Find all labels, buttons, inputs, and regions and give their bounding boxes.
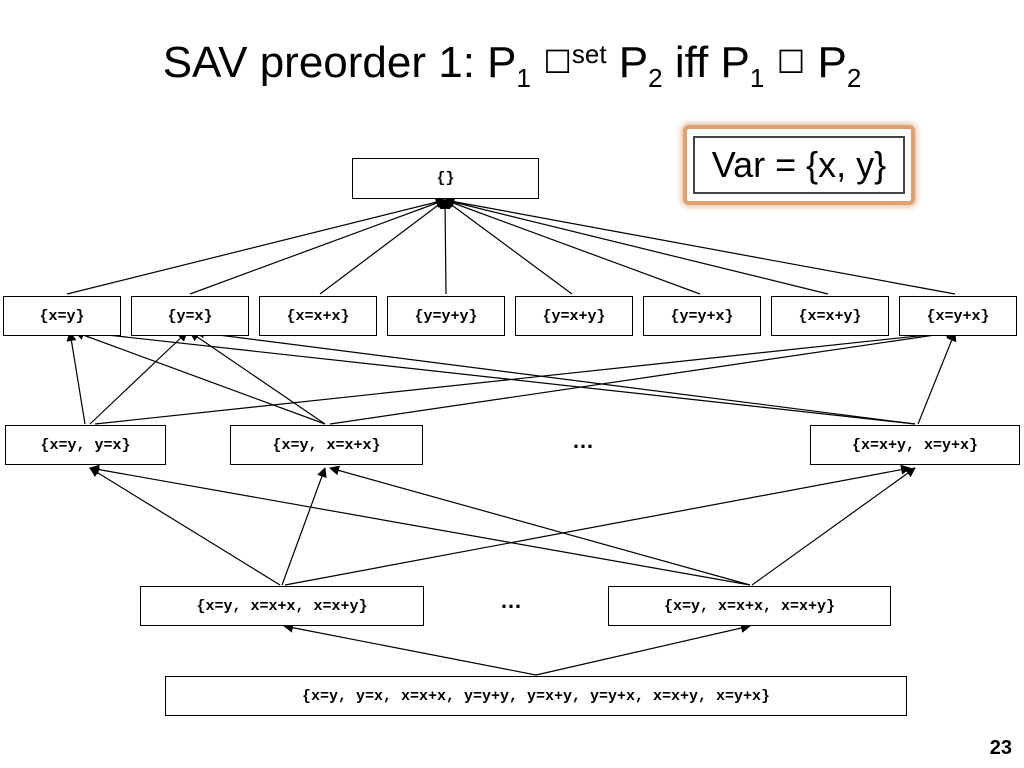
lattice-node: {y=x} bbox=[131, 296, 249, 336]
lattice-node: {y=y+x} bbox=[643, 296, 761, 336]
edge bbox=[194, 328, 916, 425]
subset-symbol-icon: ☐ bbox=[776, 44, 806, 80]
edge bbox=[444, 199, 573, 295]
edge bbox=[79, 328, 916, 425]
edge bbox=[283, 622, 537, 676]
ellipsis: … bbox=[572, 428, 594, 453]
edge bbox=[281, 467, 327, 586]
slide-title: SAV preorder 1: P1 ☐set P2 iff P1 ☐ P2 bbox=[0, 22, 1024, 110]
edge bbox=[89, 331, 188, 425]
lattice-node: {x=y, x=x+x} bbox=[230, 425, 423, 465]
lattice-node: {x=y, y=x} bbox=[5, 425, 166, 465]
ellipsis: … bbox=[500, 588, 522, 613]
lattice-node: {x=y, x=x+x, x=x+y} bbox=[140, 586, 424, 626]
edge bbox=[74, 330, 326, 425]
edge bbox=[751, 467, 916, 586]
edge bbox=[440, 199, 451, 295]
edge bbox=[189, 198, 446, 295]
edge bbox=[535, 623, 751, 676]
edge bbox=[89, 464, 751, 586]
lattice-node: {y=x+y} bbox=[515, 296, 633, 336]
variable-set-callout: Var = {x, y} bbox=[683, 125, 915, 205]
edge bbox=[66, 331, 86, 425]
lattice-node: {x=x+y} bbox=[771, 296, 889, 336]
edge bbox=[917, 331, 957, 425]
lattice-node: {x=y+x} bbox=[899, 296, 1017, 336]
lattice-node: {y=y+y} bbox=[387, 296, 505, 336]
lattice-node: {x=x+x} bbox=[259, 296, 377, 336]
edge bbox=[444, 197, 829, 295]
page-number: 23 bbox=[989, 737, 1012, 759]
edge bbox=[284, 464, 911, 586]
edge bbox=[89, 467, 281, 586]
edge bbox=[444, 198, 701, 295]
lattice-node: {x=y} bbox=[3, 296, 121, 336]
edge bbox=[329, 328, 956, 425]
edge bbox=[94, 327, 956, 425]
edge bbox=[66, 197, 446, 295]
lattice-node: {x=x+y, x=y+x} bbox=[810, 425, 1020, 465]
edge bbox=[329, 465, 751, 586]
bottom-node: {x=y, y=x, x=x+x, y=y+y, y=x+y, y=y+x, x… bbox=[165, 676, 907, 716]
variable-set-label: Var = {x, y} bbox=[693, 136, 905, 194]
subset-symbol-icon: ☐ bbox=[543, 44, 572, 80]
top-node: {} bbox=[352, 158, 539, 199]
edge bbox=[189, 331, 326, 425]
lattice-node: {x=y, x=x+x, x=x+y} bbox=[608, 586, 891, 626]
edge bbox=[444, 196, 956, 295]
edge bbox=[319, 199, 446, 295]
